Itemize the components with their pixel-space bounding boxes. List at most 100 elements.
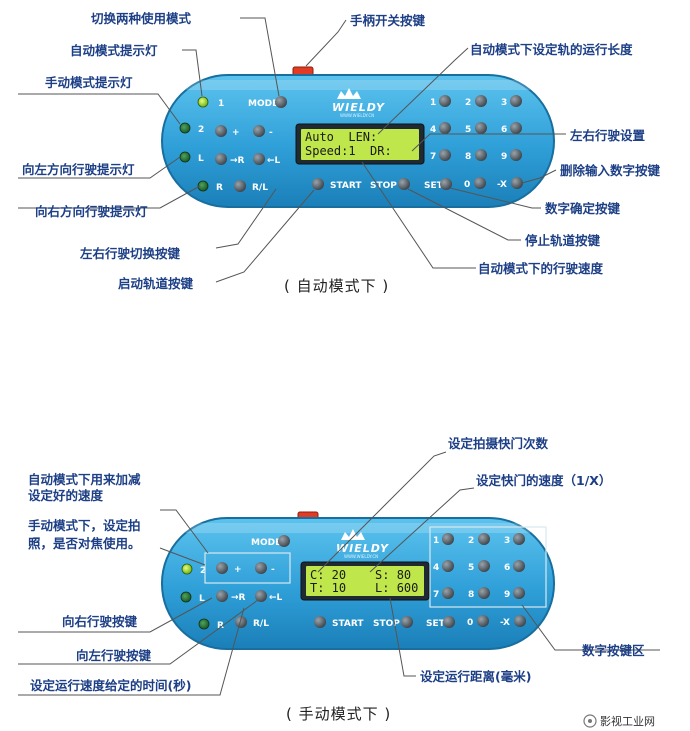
label-focus-line-2: 照，是否对焦使用。 <box>28 536 141 551</box>
mode-button[interactable] <box>275 96 287 108</box>
num2-6-label: 6 <box>504 563 510 573</box>
left-key-label-2: ←L <box>269 593 283 603</box>
delete-key-label: -X <box>497 180 507 190</box>
num-8-button[interactable] <box>475 149 487 161</box>
num2-8-button[interactable] <box>478 587 490 599</box>
num2-0-button[interactable] <box>477 615 489 627</box>
lcd-line-1: Auto LEN: <box>305 130 377 144</box>
led2-label-2: 2 <box>200 566 206 576</box>
rl-button-2[interactable] <box>235 616 247 628</box>
num2-9-button[interactable] <box>513 587 525 599</box>
start-key-label: START <box>330 181 362 191</box>
watermark-logo-icon <box>583 714 597 728</box>
bottom-leader-lines <box>18 451 660 696</box>
mode-button-2[interactable] <box>278 535 290 547</box>
num-2-label: 2 <box>465 98 471 108</box>
label-power-switch: 手柄开关按键 <box>350 13 426 28</box>
minus-button-2[interactable] <box>255 562 267 574</box>
right-button[interactable] <box>215 153 227 165</box>
stop-key-label: STOP <box>370 181 397 191</box>
num2-7-label: 7 <box>433 590 439 600</box>
num-7-button[interactable] <box>439 149 451 161</box>
adjust-keys-outline <box>204 552 291 584</box>
num-3-label: 3 <box>501 98 507 108</box>
top-labels: 切换两种使用模式 手柄开关按键 自动模式提示灯 自动模式下设定轨的运行长度 手动… <box>22 11 661 295</box>
watermark-logo-dot <box>588 719 592 723</box>
minus-button[interactable] <box>253 125 265 137</box>
num-1-label: 1 <box>430 98 436 108</box>
top-leader-lines <box>18 17 566 283</box>
lcd-screen-2 <box>306 566 424 596</box>
top-caption: ( 自动模式下 ) <box>284 277 389 295</box>
right-button-2[interactable] <box>216 590 228 602</box>
plus-button-2[interactable] <box>216 562 228 574</box>
num-7-label: 7 <box>430 152 436 162</box>
set-button[interactable] <box>440 178 452 190</box>
label-time-set: 设定运行速度给定的时间(秒) <box>30 678 191 693</box>
num-0-button[interactable] <box>474 177 486 189</box>
manual-led-icon <box>179 122 191 134</box>
plus-key-label: + <box>232 128 240 138</box>
led-label-l: L <box>198 154 204 164</box>
led-label-1: 1 <box>218 99 224 109</box>
num2-2-button[interactable] <box>478 533 490 545</box>
watermark: 影视工业网 <box>583 714 655 728</box>
num2-7-button[interactable] <box>442 587 454 599</box>
delete-button[interactable] <box>511 177 523 189</box>
num2-0-label: 0 <box>467 618 473 628</box>
right-led-icon <box>197 180 209 192</box>
start-button[interactable] <box>312 178 324 190</box>
num2-8-label: 8 <box>468 590 474 600</box>
label-left-led: 向左方向行驶提示灯 <box>22 162 135 177</box>
num-1-button[interactable] <box>439 95 451 107</box>
num2-4-button[interactable] <box>442 560 454 572</box>
led-label-2: 2 <box>198 125 204 135</box>
label-track-length: 自动模式下设定轨的运行长度 <box>470 42 633 57</box>
mode-key-label-2: MODE <box>251 538 281 548</box>
rl-button[interactable] <box>234 180 246 192</box>
start-button-2[interactable] <box>314 616 326 628</box>
left-button-2[interactable] <box>255 590 267 602</box>
num-8-label: 8 <box>465 152 471 162</box>
label-lr-setting: 左右行驶设置 <box>569 128 646 143</box>
mode-key-label: MODE <box>248 99 278 109</box>
num-5-button[interactable] <box>475 122 487 134</box>
num-9-button[interactable] <box>510 149 522 161</box>
minus-key-label-2: - <box>271 565 275 575</box>
left-led-icon <box>179 151 191 163</box>
num-4-button[interactable] <box>439 122 451 134</box>
num-4-label: 4 <box>430 125 436 135</box>
num2-6-button[interactable] <box>513 560 525 572</box>
brand-sub: WWW.WIELDY.CN <box>340 113 374 118</box>
label-confirm-key: 数字确定按键 <box>544 201 621 216</box>
num2-5-button[interactable] <box>478 560 490 572</box>
num2-3-button[interactable] <box>513 533 525 545</box>
label-auto-speed: 自动模式下的行驶速度 <box>478 261 604 276</box>
device-highlight <box>182 80 534 90</box>
brand-name: WIELDY <box>332 101 385 114</box>
num2-3-label: 3 <box>504 536 510 546</box>
set-button-2[interactable] <box>443 616 455 628</box>
num2-1-button[interactable] <box>442 533 454 545</box>
led-label-r: R <box>216 183 223 193</box>
num-3-button[interactable] <box>510 95 522 107</box>
right-key-label: →R <box>230 156 245 166</box>
lcd2-line-2: T: 10 L: 600 <box>310 581 418 595</box>
label-stop-key: 停止轨道按键 <box>525 233 601 248</box>
right-led-2-icon <box>198 618 210 630</box>
plus-button[interactable] <box>215 125 227 137</box>
num2-9-label: 9 <box>504 590 510 600</box>
delete-button-2[interactable] <box>514 615 526 627</box>
numpad-outline <box>429 526 547 608</box>
num-2-button[interactable] <box>475 95 487 107</box>
auto-led-icon <box>197 96 209 108</box>
left-button[interactable] <box>253 153 265 165</box>
led2-label-r: R <box>217 621 224 631</box>
stop-button-2[interactable] <box>401 616 413 628</box>
bottom-labels: 设定拍摄快门次数 设定快门的速度（1/X） 自动模式下用来加减 设定好的速度 手… <box>28 436 645 723</box>
label-right-led: 向右方向行驶提示灯 <box>35 204 148 219</box>
stop-button[interactable] <box>398 178 410 190</box>
num-9-label: 9 <box>501 152 507 162</box>
num-6-button[interactable] <box>510 122 522 134</box>
